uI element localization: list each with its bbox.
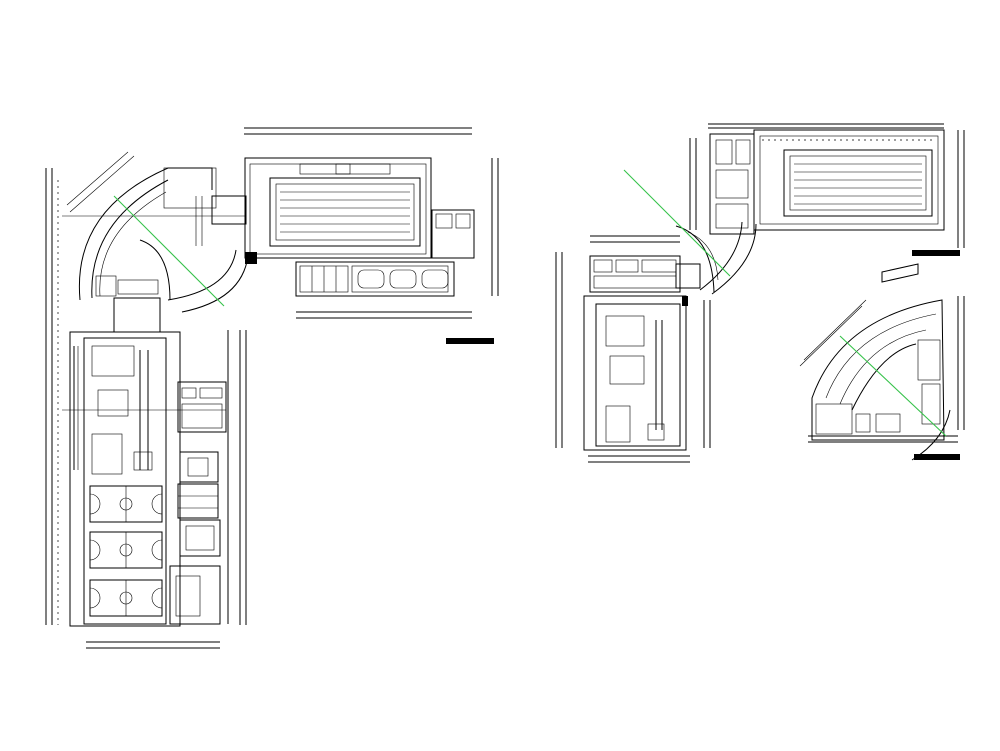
title-bar-icon — [914, 454, 960, 460]
swimming-pool-icon — [280, 191, 410, 233]
basketball-court-icon — [89, 579, 163, 617]
curved-link-right — [675, 221, 757, 295]
north-axis-line-icon — [623, 169, 731, 277]
curved-lobby-left — [78, 167, 249, 313]
basketball-court-icon — [89, 485, 163, 523]
sheet-left-plan — [45, 127, 499, 649]
natatorium-right — [709, 129, 945, 235]
site-boundary-left — [45, 127, 499, 649]
corridor-left — [62, 195, 247, 411]
sports-hall-left — [69, 331, 181, 627]
service-block-right — [589, 255, 701, 293]
site-boundary-right-lower — [799, 296, 965, 443]
side-rooms-left — [169, 330, 229, 625]
north-axis-line-icon — [113, 195, 225, 307]
basketball-court-icon — [89, 531, 163, 569]
natatorium-left — [244, 157, 475, 264]
sheet-right-plan-upper — [555, 123, 965, 463]
annex-left — [295, 261, 455, 297]
north-axis-line-icon — [839, 335, 947, 437]
title-bar-icon — [446, 338, 494, 344]
quarter-fan-building — [811, 263, 951, 461]
title-bar-icon — [912, 250, 960, 256]
swimming-pool-icon — [794, 163, 922, 205]
sheet-right-plan-lower — [799, 263, 965, 461]
sports-hall-right — [583, 295, 688, 451]
site-boundary-right-upper — [555, 123, 965, 463]
